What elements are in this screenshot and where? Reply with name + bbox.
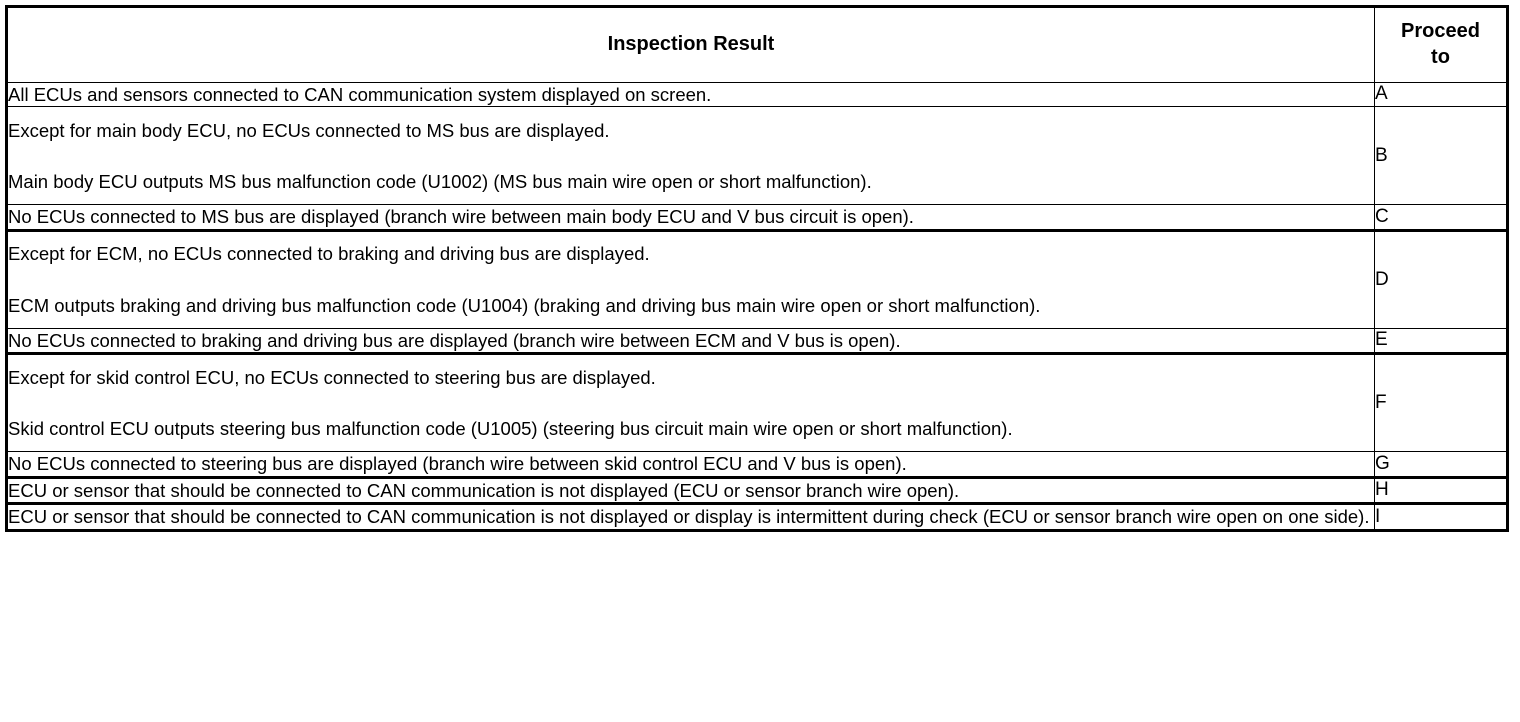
row-b-result-cell: Except for main body ECU, no ECUs connec… bbox=[6, 106, 1375, 206]
row-e-result-cell: No ECUs connected to braking and driving… bbox=[6, 327, 1375, 356]
row-i-paragraph-1: ECU or sensor that should be connected t… bbox=[8, 506, 1370, 528]
row-g-proceed-cell: G bbox=[1374, 451, 1508, 479]
row-c-proceed-cell: C bbox=[1374, 204, 1508, 232]
row-a-paragraph-1: All ECUs and sensors connected to CAN co… bbox=[8, 84, 712, 105]
header-row: Inspection Result Proceed to bbox=[6, 6, 1508, 83]
row-f-paragraph-2: Skid control ECU outputs steering bus ma… bbox=[8, 418, 1013, 440]
row-f-result-cell: Except for skid control ECU, no ECUs con… bbox=[6, 353, 1375, 453]
column-header-proceed-to: Proceed to bbox=[1374, 6, 1508, 83]
table-row: Except for main body ECU, no ECUs connec… bbox=[6, 106, 1508, 206]
table-row: ECU or sensor that should be connected t… bbox=[6, 503, 1508, 531]
proceed-header-line-1: Proceed bbox=[1401, 20, 1480, 43]
row-b-paragraph-1: Except for main body ECU, no ECUs connec… bbox=[8, 119, 610, 141]
table-row: No ECUs connected to braking and driving… bbox=[6, 327, 1508, 356]
table-row: Except for ECM, no ECUs connected to bra… bbox=[6, 229, 1508, 329]
row-d-paragraph-2: ECM outputs braking and driving bus malf… bbox=[8, 294, 1041, 316]
row-e-paragraph-1: No ECUs connected to braking and driving… bbox=[8, 329, 901, 351]
table-row: No ECUs connected to steering bus are di… bbox=[6, 451, 1508, 479]
table-header: Inspection Result Proceed to bbox=[6, 6, 1508, 83]
row-i-proceed-cell: I bbox=[1374, 503, 1508, 531]
row-a-proceed-cell: A bbox=[1374, 81, 1508, 108]
table-body: All ECUs and sensors connected to CAN co… bbox=[6, 81, 1508, 531]
row-h-paragraph-1: ECU or sensor that should be connected t… bbox=[8, 479, 960, 501]
row-f-proceed-cell: F bbox=[1374, 353, 1508, 453]
proceed-header-line-2: to bbox=[1431, 46, 1450, 68]
table-row: Except for skid control ECU, no ECUs con… bbox=[6, 353, 1508, 453]
row-a-result-cell: All ECUs and sensors connected to CAN co… bbox=[6, 81, 1375, 108]
inspection-result-table: Inspection Result Proceed to All ECUs an… bbox=[5, 5, 1509, 532]
row-c-paragraph-1: No ECUs connected to MS bus are displaye… bbox=[8, 206, 914, 228]
row-i-result-cell: ECU or sensor that should be connected t… bbox=[6, 503, 1375, 531]
row-c-result-cell: No ECUs connected to MS bus are displaye… bbox=[6, 204, 1375, 232]
row-d-proceed-cell: D bbox=[1374, 229, 1508, 329]
row-g-paragraph-1: No ECUs connected to steering bus are di… bbox=[8, 453, 907, 475]
table-row: No ECUs connected to MS bus are displaye… bbox=[6, 204, 1508, 232]
table-row: All ECUs and sensors connected to CAN co… bbox=[6, 81, 1508, 108]
row-f-paragraph-1: Except for skid control ECU, no ECUs con… bbox=[8, 366, 656, 388]
row-d-result-cell: Except for ECM, no ECUs connected to bra… bbox=[6, 229, 1375, 329]
row-e-proceed-cell: E bbox=[1374, 327, 1508, 356]
column-header-inspection-result: Inspection Result bbox=[6, 6, 1375, 83]
row-h-proceed-cell: H bbox=[1374, 476, 1508, 506]
table-row: ECU or sensor that should be connected t… bbox=[6, 476, 1508, 506]
row-b-paragraph-2: Main body ECU outputs MS bus malfunction… bbox=[8, 170, 872, 192]
row-d-paragraph-1: Except for ECM, no ECUs connected to bra… bbox=[8, 243, 650, 265]
row-h-result-cell: ECU or sensor that should be connected t… bbox=[6, 476, 1375, 506]
row-g-result-cell: No ECUs connected to steering bus are di… bbox=[6, 451, 1375, 479]
row-b-proceed-cell: B bbox=[1374, 106, 1508, 206]
